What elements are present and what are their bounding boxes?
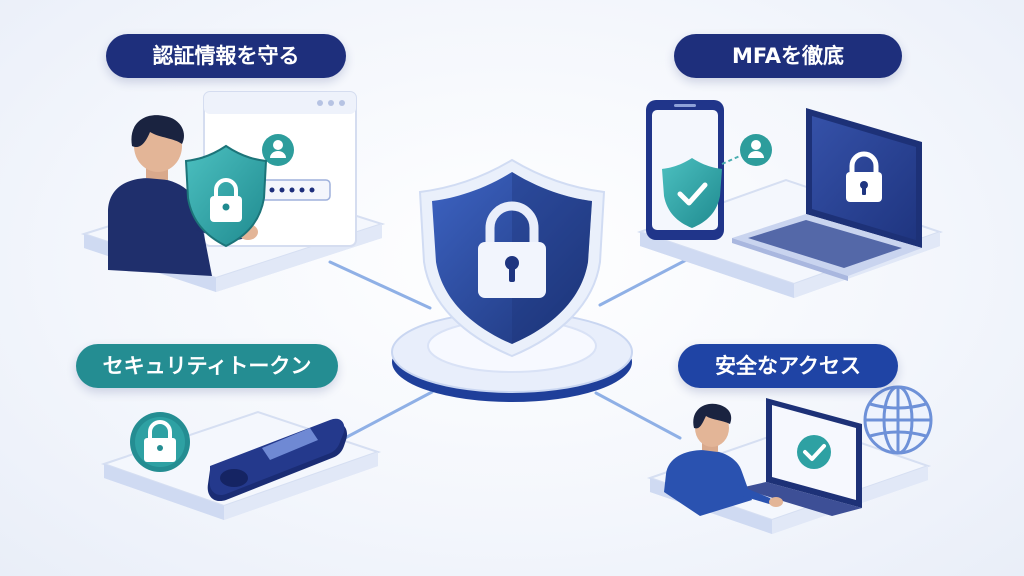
label-secure-access: 安全なアクセス	[678, 344, 898, 388]
connector-bottom-right	[594, 391, 682, 440]
user-icon	[262, 134, 294, 166]
lock-icon	[846, 151, 882, 202]
connector-top-right	[598, 256, 692, 307]
lock-icon	[130, 412, 190, 472]
person-figure	[108, 115, 258, 276]
label-security-token: セキュリティトークン	[76, 344, 338, 388]
connector-top-left	[328, 260, 432, 310]
checkmark-icon	[797, 435, 831, 469]
card-secure-access	[646, 385, 933, 534]
usb-key-icon	[207, 418, 348, 502]
connector-bottom-left	[343, 390, 434, 440]
central-shield-lock-icon	[418, 158, 606, 358]
shield-lock-icon	[184, 144, 268, 248]
card-enforce-mfa	[636, 100, 944, 298]
card-protect-credentials	[80, 91, 386, 292]
user-icon	[740, 134, 772, 166]
card-security-token	[100, 410, 382, 520]
person-figure	[664, 403, 783, 516]
connector-lines	[328, 256, 692, 440]
label-protect-credentials: 認証情報を守る	[106, 34, 346, 78]
label-enforce-mfa: MFAを徹底	[674, 34, 902, 78]
checkmark-shield-icon	[662, 158, 722, 228]
globe-icon	[863, 385, 933, 455]
